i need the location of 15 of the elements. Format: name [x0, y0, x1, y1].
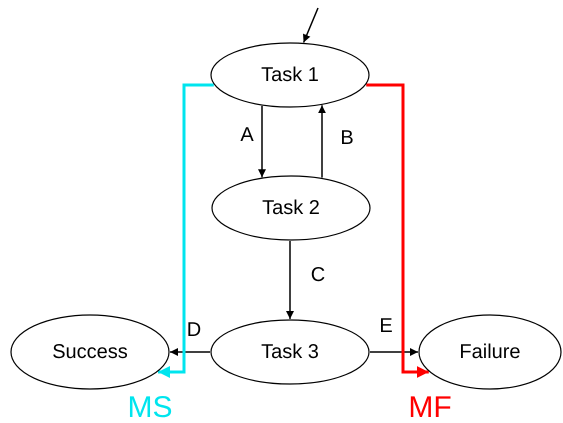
arrow [258, 106, 266, 178]
arrow [370, 348, 418, 356]
arrow [366, 84, 429, 378]
arrow [158, 84, 214, 378]
arrow [286, 241, 294, 319]
node-label: Failure [459, 340, 521, 365]
arrow [170, 348, 210, 356]
node-label: Task 3 [261, 340, 319, 365]
node-label: Success [52, 340, 128, 365]
node-label: Task 2 [262, 196, 320, 221]
node-label: Task 1 [261, 63, 319, 88]
edge-label: MF [408, 393, 452, 423]
arrow [318, 105, 326, 178]
edge-label: MS [128, 393, 172, 423]
arrow [302, 8, 319, 43]
